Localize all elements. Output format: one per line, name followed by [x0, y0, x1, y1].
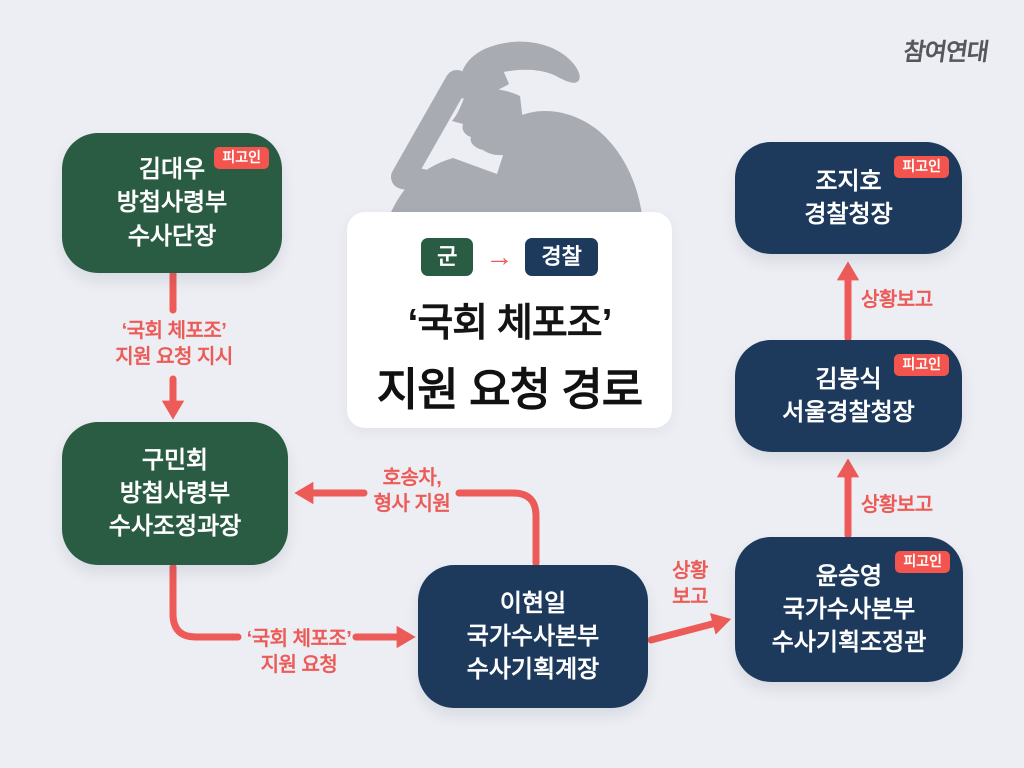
edge-label-bold: 지시	[196, 346, 233, 369]
edge-label-report-top: 상황보고	[861, 289, 933, 311]
edge-label-line: 형사 지원	[373, 493, 451, 516]
edge-label-line: ‘국회 체포조’	[246, 628, 352, 650]
node-role: 경찰청장	[804, 201, 893, 228]
node-kimbongsik: 피고인 김봉식 서울경찰청장	[735, 340, 962, 452]
node-name: 김대우	[138, 156, 206, 184]
node-role: 수사기획조정관	[771, 629, 927, 657]
defendant-badge: 피고인	[894, 354, 949, 377]
node-org: 방첩사령부	[116, 189, 228, 217]
node-leehyunil: 이현일 국가수사본부 수사기획계장	[418, 565, 648, 708]
node-name: 김봉식	[815, 365, 882, 393]
edge-label-line: 보고	[672, 586, 708, 609]
edge-label-support: 호송차, 형사 지원	[322, 465, 502, 518]
torso-shape	[387, 110, 643, 222]
page-title-line1: ‘국회 체포조’	[407, 302, 613, 345]
node-jojiho: 피고인 조지호 경찰청장	[735, 142, 962, 254]
edge-label-request: ‘국회 체포조’ 지원 요청	[209, 626, 389, 679]
defendant-badge: 피고인	[214, 147, 269, 170]
page-title-line2: 지원 요청 경로	[376, 364, 643, 415]
right-arrow-icon: →	[485, 241, 514, 272]
node-org: 국가수사본부	[782, 595, 916, 623]
edge-label-report-mid: 상황보고	[861, 494, 933, 516]
defendant-badge: 피고인	[895, 551, 950, 574]
military-tag: 군	[421, 238, 474, 276]
node-org: 국가수사본부	[466, 622, 600, 650]
edge-label-report-diagonal: 상황 보고	[648, 558, 732, 611]
node-guminhoe: 구민회 방첩사령부 수사조정과장	[62, 422, 288, 565]
node-kimdaewoo: 피고인 김대우 방첩사령부 수사단장	[62, 133, 282, 273]
edge-label-line: 상황	[672, 560, 708, 582]
defendant-badge: 피고인	[894, 156, 949, 179]
edge-label-order: ‘국회 체포조’ 지원 요청 지시	[84, 318, 264, 371]
edge-label-line: 지원 요청	[260, 654, 338, 677]
edge-label-line: 호송차,	[382, 467, 442, 489]
node-name: 윤승영	[815, 562, 883, 590]
title-card: 군 → 경찰 ‘국회 체포조’ 지원 요청 경로	[347, 212, 672, 428]
node-name: 이현일	[499, 589, 567, 617]
node-name: 조지호	[815, 167, 882, 195]
edge-label-line: 지원 요청	[115, 346, 197, 369]
node-role: 수사단장	[127, 222, 217, 250]
node-role: 수사기획계장	[466, 656, 600, 684]
edge-label-line: ‘국회 체포조’	[121, 320, 227, 342]
psdp-logo: 참여연대	[901, 39, 990, 66]
visor-shape	[451, 69, 509, 99]
edge-report-diagonal-arrow	[647, 613, 732, 644]
node-role: 수사조정과장	[108, 513, 242, 541]
face-shape	[452, 88, 524, 156]
node-role: 서울경찰청장	[782, 399, 915, 426]
node-name: 구민회	[141, 446, 209, 474]
saluting-soldier-silhouette	[387, 41, 643, 222]
group-badges: 군 → 경찰	[421, 238, 598, 276]
node-org: 방첩사령부	[119, 479, 231, 507]
node-yoonseungyoung: 피고인 윤승영 국가수사본부 수사기획조정관	[735, 537, 963, 682]
police-tag: 경찰	[525, 238, 598, 276]
